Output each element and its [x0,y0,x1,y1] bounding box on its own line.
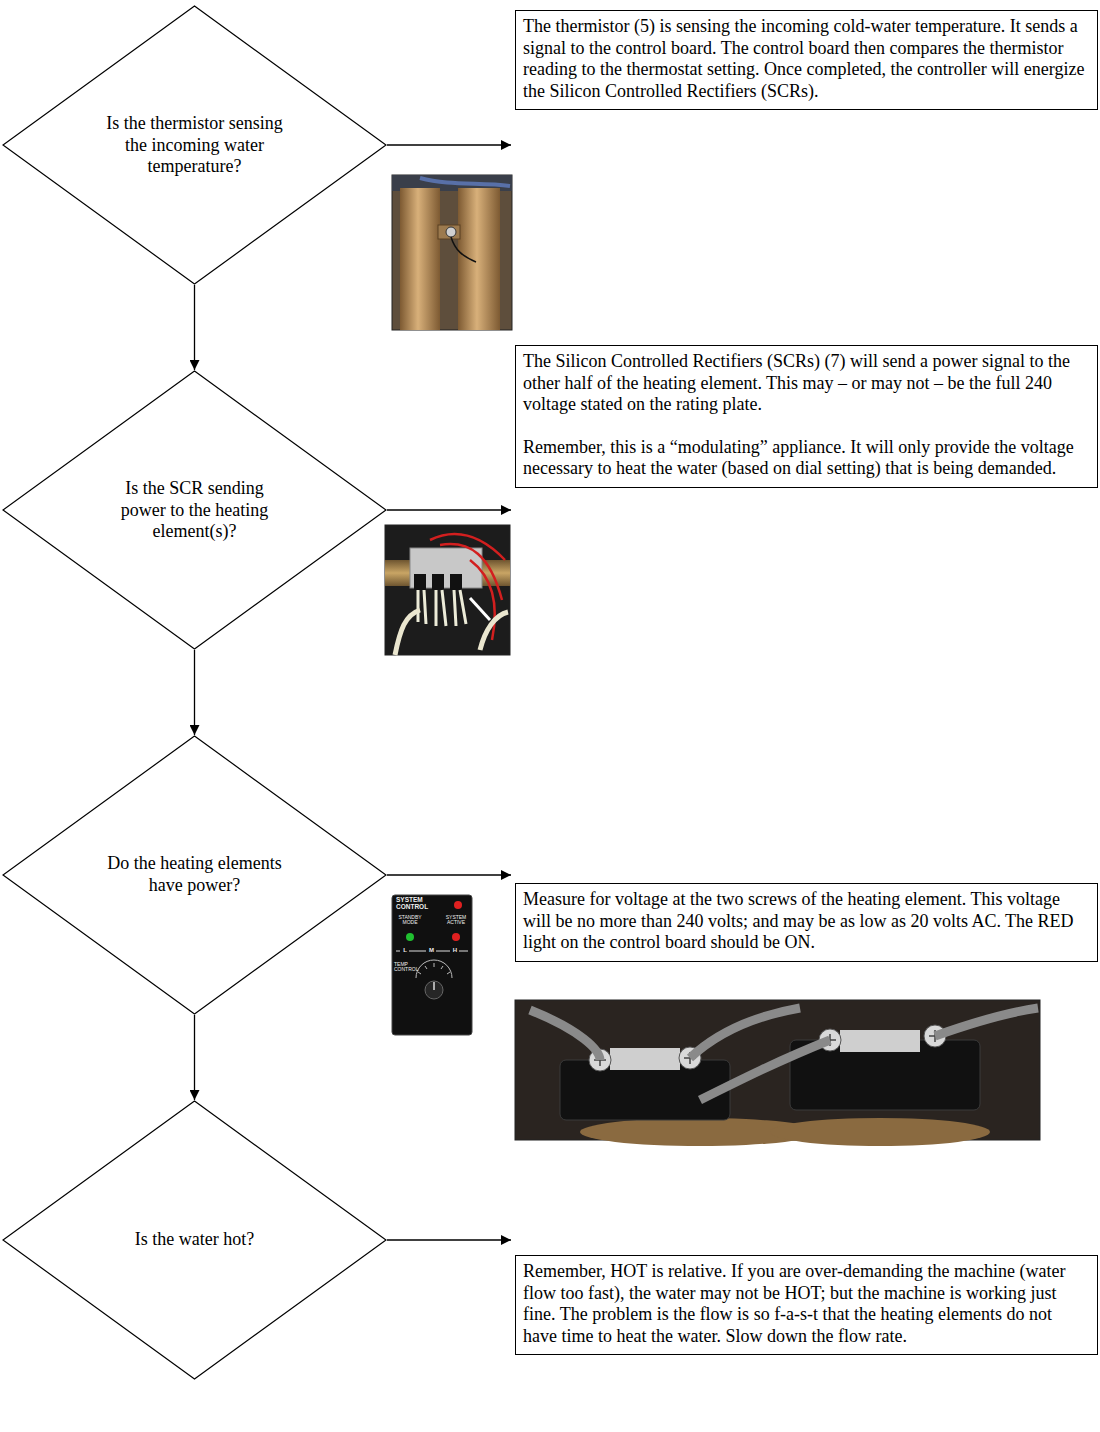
decision-diamond: Is the thermistor sensing the incoming w… [2,5,387,285]
thermistor-photo [392,175,512,330]
flow-arrow [387,144,511,145]
question-text: Is the SCR sending power to the heating … [105,478,285,543]
diamond-shape [3,1101,386,1379]
scr-photo [385,525,510,655]
flow-arrow [387,874,511,875]
panel-label: L [401,947,409,953]
note-box: The Silicon Controlled Rectifiers (SCRs)… [515,345,1098,488]
diamond-shape [3,736,386,1014]
question-text: Is the water hot? [105,1229,285,1251]
flow-arrow [387,1239,511,1240]
decision-diamond: Is the water hot? [2,1100,387,1380]
decision-diamond: Do the heating elements have power? [2,735,387,1015]
diamond-text: Is the SCR sending power to the heating … [105,478,285,543]
note-text: The thermistor (5) is sensing the incomi… [523,16,1090,102]
panel-label: STANDBY MODE [393,915,427,926]
panel-label: H [451,947,459,953]
flow-arrow [194,285,195,370]
control-panel-photo [392,895,472,1035]
heating-element-photo [515,1000,1040,1146]
question-text: Do the heating elements have power? [105,853,285,896]
note-box: The thermistor (5) is sensing the incomi… [515,10,1098,110]
note-text: Remember, HOT is relative. If you are ov… [523,1261,1090,1347]
diamond-shape [3,6,386,284]
note-box: Measure for voltage at the two screws of… [515,883,1098,962]
question-text: Is the thermistor sensing the incoming w… [105,113,285,178]
diamond-text: Is the thermistor sensing the incoming w… [105,113,285,178]
note-text: The Silicon Controlled Rectifiers (SCRs)… [523,351,1090,416]
panel-label: SYSTEM CONTROL [396,897,440,911]
panel-label: TEMP CONTROL [394,962,418,973]
diamond-text: Do the heating elements have power? [105,853,285,896]
panel-label: M [427,947,436,953]
note-box: Remember, HOT is relative. If you are ov… [515,1255,1098,1355]
flow-arrow [194,1015,195,1100]
panel-label: SYSTEM ACTIVE [440,915,472,926]
diamond-shape [3,371,386,649]
diamond-text: Is the water hot? [105,1229,285,1251]
flow-arrow [387,509,511,510]
note-text: Measure for voltage at the two screws of… [523,889,1090,954]
decision-diamond: Is the SCR sending power to the heating … [2,370,387,650]
note-text: Remember, this is a “modulating” applian… [523,437,1090,480]
flow-arrow [194,650,195,735]
